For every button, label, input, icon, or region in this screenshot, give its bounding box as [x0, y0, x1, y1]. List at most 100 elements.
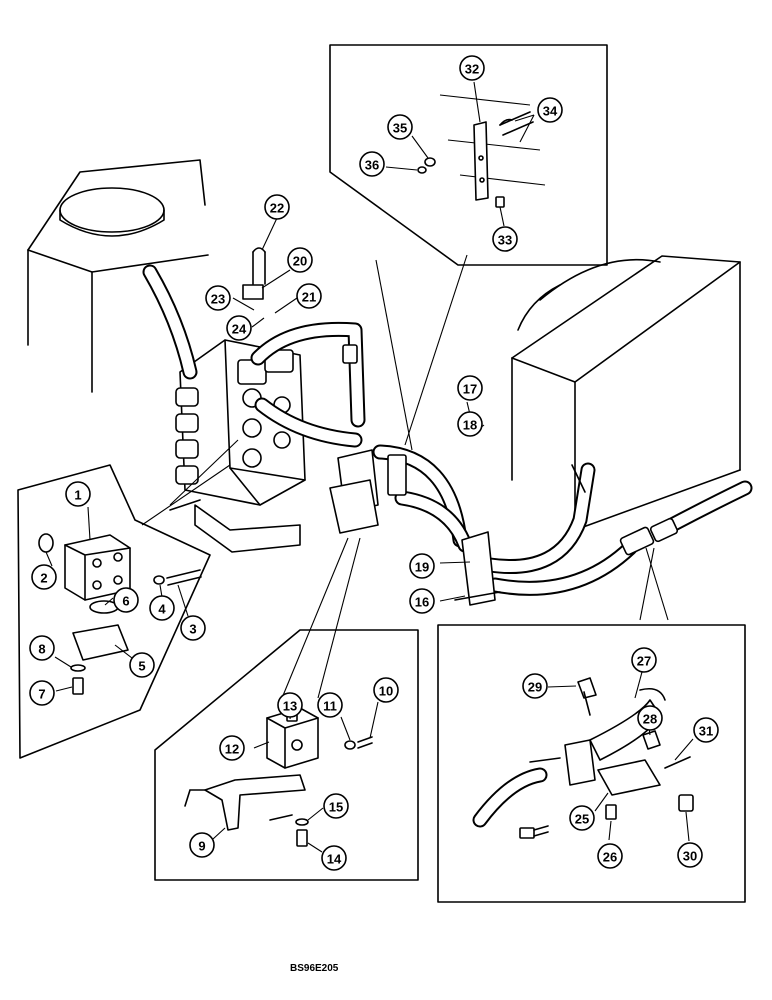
- callout-number: 10: [379, 684, 393, 699]
- callout-35: 35: [387, 114, 413, 140]
- callout-number: 33: [498, 233, 512, 248]
- callout-28: 28: [637, 705, 663, 731]
- callout-11: 11: [317, 692, 343, 718]
- callout-19: 19: [409, 553, 435, 579]
- callout-circle: [226, 315, 252, 341]
- callout-25: 25: [569, 805, 595, 831]
- callout-circle: [219, 735, 245, 761]
- callout-number: 19: [415, 560, 429, 575]
- callout-number: 29: [528, 680, 542, 695]
- detail-box-manifold: [17, 464, 211, 759]
- callout-circle: [65, 481, 91, 507]
- callout-12: 12: [219, 735, 245, 761]
- drawing-code: BS96E205: [290, 963, 339, 974]
- callout-21: 21: [296, 283, 322, 309]
- hydraulic-tank: [27, 159, 209, 393]
- callout-number: 21: [302, 290, 316, 305]
- callout-30: 30: [677, 842, 703, 868]
- callout-circle: [205, 285, 231, 311]
- callout-number: 23: [211, 292, 225, 307]
- callout-number: 27: [637, 654, 651, 669]
- callout-number: 20: [293, 254, 307, 269]
- callout-circle: [677, 842, 703, 868]
- callout-number: 2: [40, 571, 47, 586]
- callout-20: 20: [287, 247, 313, 273]
- callout-2: 2: [31, 564, 57, 590]
- callout-circle: [693, 717, 719, 743]
- callout-circle: [129, 652, 155, 678]
- oil-cooler: [511, 255, 741, 531]
- callout-31: 31: [693, 717, 719, 743]
- callout-number: 34: [543, 104, 558, 119]
- callout-bubbles: 1234567891011121314151617181920212223242…: [29, 55, 719, 871]
- callout-33: 33: [492, 226, 518, 252]
- callout-29: 29: [522, 673, 548, 699]
- callout-14: 14: [321, 845, 347, 871]
- callout-4: 4: [149, 595, 175, 621]
- callout-circle: [409, 588, 435, 614]
- callout-number: 30: [683, 849, 697, 864]
- callout-circle: [522, 673, 548, 699]
- callout-number: 6: [122, 594, 129, 609]
- callout-6: 6: [113, 587, 139, 613]
- hydraulic-hoses: [142, 264, 753, 596]
- callout-circle: [631, 647, 657, 673]
- callout-10: 10: [373, 677, 399, 703]
- callout-number: 36: [365, 158, 379, 173]
- callout-5: 5: [129, 652, 155, 678]
- callout-circle: [277, 692, 303, 718]
- callout-number: 13: [283, 699, 297, 714]
- callout-circle: [29, 680, 55, 706]
- callout-number: 18: [463, 418, 477, 433]
- callout-circle: [459, 55, 485, 81]
- callout-23: 23: [205, 285, 231, 311]
- callout-circle: [31, 564, 57, 590]
- callout-9: 9: [189, 832, 215, 858]
- detail-leader-lines: [141, 254, 669, 699]
- callout-34: 34: [537, 97, 563, 123]
- main-view-hardware: [242, 247, 679, 606]
- callout-17: 17: [457, 375, 483, 401]
- callout-number: 31: [699, 724, 713, 739]
- callout-circle: [373, 677, 399, 703]
- callout-number: 4: [158, 602, 166, 617]
- callout-number: 15: [329, 800, 343, 815]
- callout-circle: [457, 411, 483, 437]
- callout-circle: [113, 587, 139, 613]
- detail-box-clamp: [329, 44, 608, 266]
- callout-number: 11: [323, 699, 337, 714]
- callout-32: 32: [459, 55, 485, 81]
- callout-circle: [359, 151, 385, 177]
- callout-circle: [317, 692, 343, 718]
- callout-number: 24: [232, 322, 247, 337]
- callout-18: 18: [457, 411, 483, 437]
- callout-number: 5: [138, 659, 145, 674]
- callout-number: 1: [74, 488, 81, 503]
- callout-number: 8: [38, 642, 45, 657]
- callout-number: 35: [393, 121, 407, 136]
- callout-circle: [149, 595, 175, 621]
- callout-15: 15: [323, 793, 349, 819]
- callout-3: 3: [180, 615, 206, 641]
- callout-number: 12: [225, 742, 239, 757]
- callout-circle: [180, 615, 206, 641]
- callout-13: 13: [277, 692, 303, 718]
- callout-circle: [569, 805, 595, 831]
- callout-16: 16: [409, 588, 435, 614]
- callout-circle: [457, 375, 483, 401]
- callout-1: 1: [65, 481, 91, 507]
- callout-number: 22: [270, 201, 284, 216]
- callout-number: 14: [327, 852, 342, 867]
- callout-circle: [537, 97, 563, 123]
- callout-circle: [296, 283, 322, 309]
- callout-number: 3: [189, 622, 196, 637]
- callout-circle: [189, 832, 215, 858]
- callout-circle: [597, 843, 623, 869]
- callout-number: 32: [465, 62, 479, 77]
- callout-circle: [637, 705, 663, 731]
- callout-26: 26: [597, 843, 623, 869]
- callout-number: 17: [463, 382, 477, 397]
- callout-7: 7: [29, 680, 55, 706]
- callout-36: 36: [359, 151, 385, 177]
